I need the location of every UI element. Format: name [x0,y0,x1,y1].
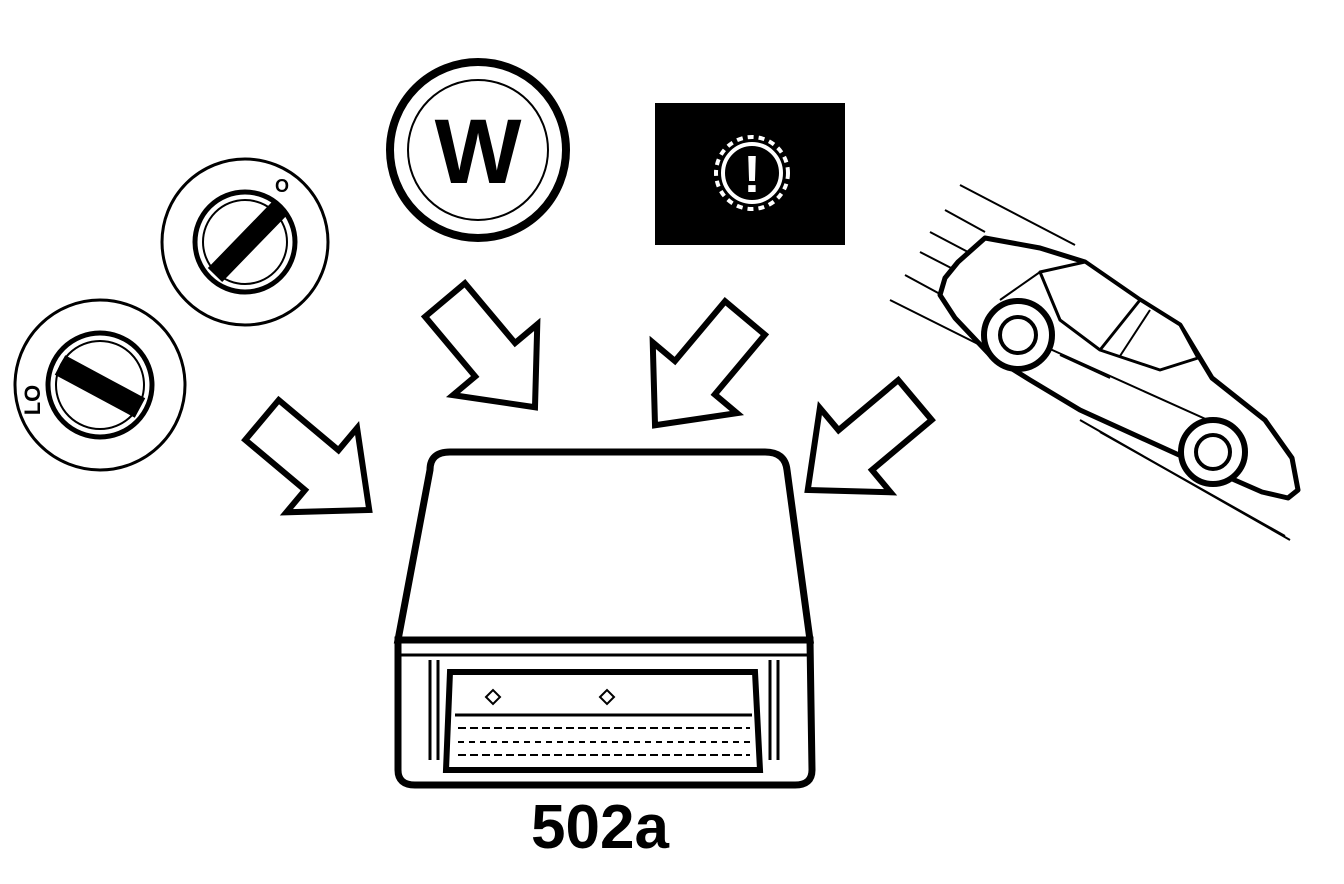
front-wheel [981,298,1055,372]
winter-mode-symbol: W [386,58,570,242]
arrow-from-car [804,375,936,496]
mode-switch-o: O [160,157,330,327]
arrow-from-o-switch [420,279,541,411]
car-on-incline [889,184,1301,541]
control-unit-502a [393,448,816,789]
winter-symbol-label: W [435,101,522,203]
rear-wheel [1178,417,1248,487]
switch-lo-label: LO [20,385,45,416]
mode-switch-lo: LO [13,298,187,472]
gear-icon [714,135,790,211]
wiring-connector [442,669,764,773]
motion-lines [889,184,1076,351]
arrow-from-lo-switch [241,395,373,516]
control-unit-label: 502a [531,793,669,862]
arrow-from-warning-lamp [649,297,770,429]
input-arrows [241,279,936,516]
warning-symbol-label: ! [743,146,760,204]
warning-lamp-symbol: ! [655,103,845,245]
switch-o-label: O [275,176,289,196]
